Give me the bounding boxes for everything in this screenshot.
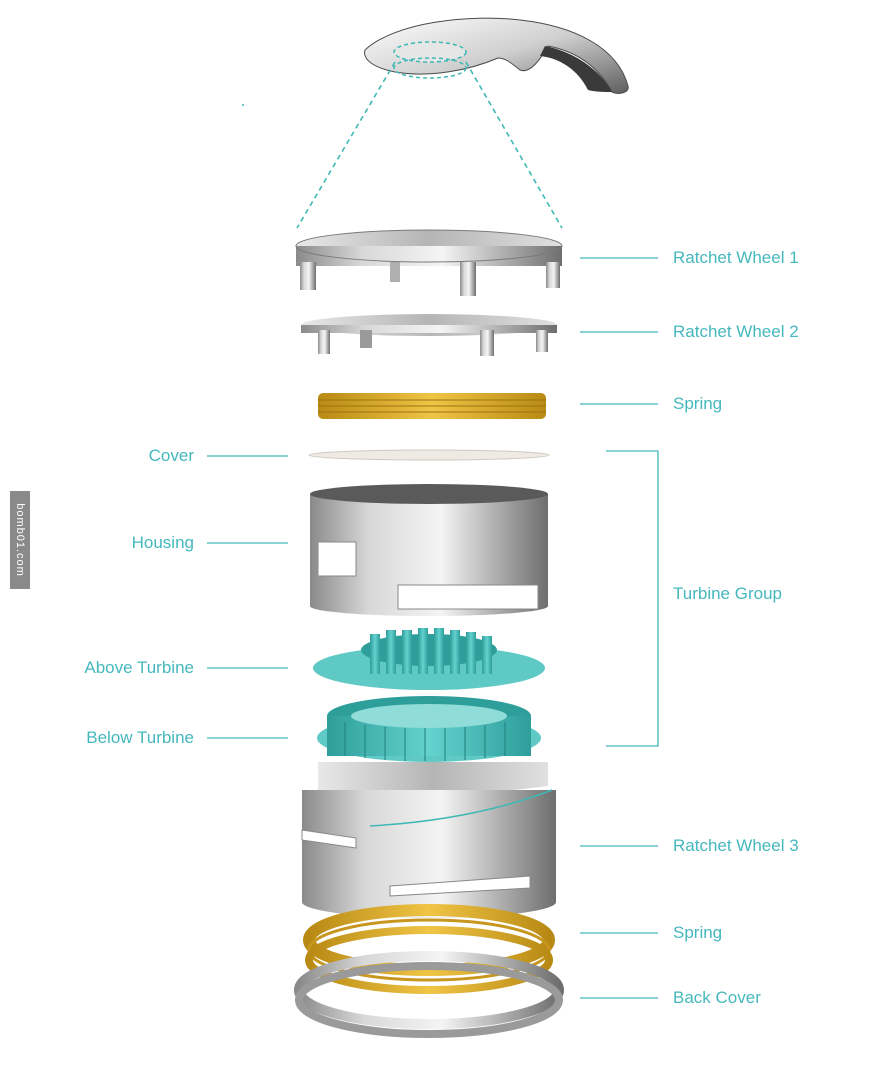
label-spring-top: Spring xyxy=(673,394,723,413)
spring-top-part xyxy=(318,393,546,419)
label-above-turbine: Above Turbine xyxy=(84,658,194,677)
below-turbine-part xyxy=(317,696,541,762)
back-cover-part xyxy=(294,951,564,1038)
ratchet-wheel-3-part xyxy=(301,762,556,918)
zoom-lines xyxy=(296,61,563,229)
stray-dot xyxy=(242,104,244,106)
housing-part xyxy=(310,484,548,616)
label-housing: Housing xyxy=(131,533,194,552)
label-turbine-group: Turbine Group xyxy=(673,584,782,603)
turbine-group-bracket xyxy=(606,450,659,747)
label-cover: Cover xyxy=(148,446,194,465)
leader-lines-left xyxy=(207,455,288,739)
cover-part xyxy=(308,449,550,461)
label-back-cover: Back Cover xyxy=(673,988,761,1007)
label-spring-bottom: Spring xyxy=(673,923,723,942)
label-ratchet-wheel-1: Ratchet Wheel 1 xyxy=(673,248,799,267)
ratchet-wheel-2-part xyxy=(301,314,557,356)
label-ratchet-wheel-3: Ratchet Wheel 3 xyxy=(673,836,799,855)
label-ratchet-wheel-2: Ratchet Wheel 2 xyxy=(673,322,799,341)
label-below-turbine: Below Turbine xyxy=(86,728,194,747)
leader-lines-right xyxy=(580,257,658,999)
ratchet-wheel-1-part xyxy=(295,229,563,296)
watermark-text: bomb01.com xyxy=(14,503,26,577)
faucet-illustration xyxy=(364,17,629,94)
watermark-badge: bomb01.com xyxy=(10,491,30,589)
above-turbine-part xyxy=(313,628,545,690)
